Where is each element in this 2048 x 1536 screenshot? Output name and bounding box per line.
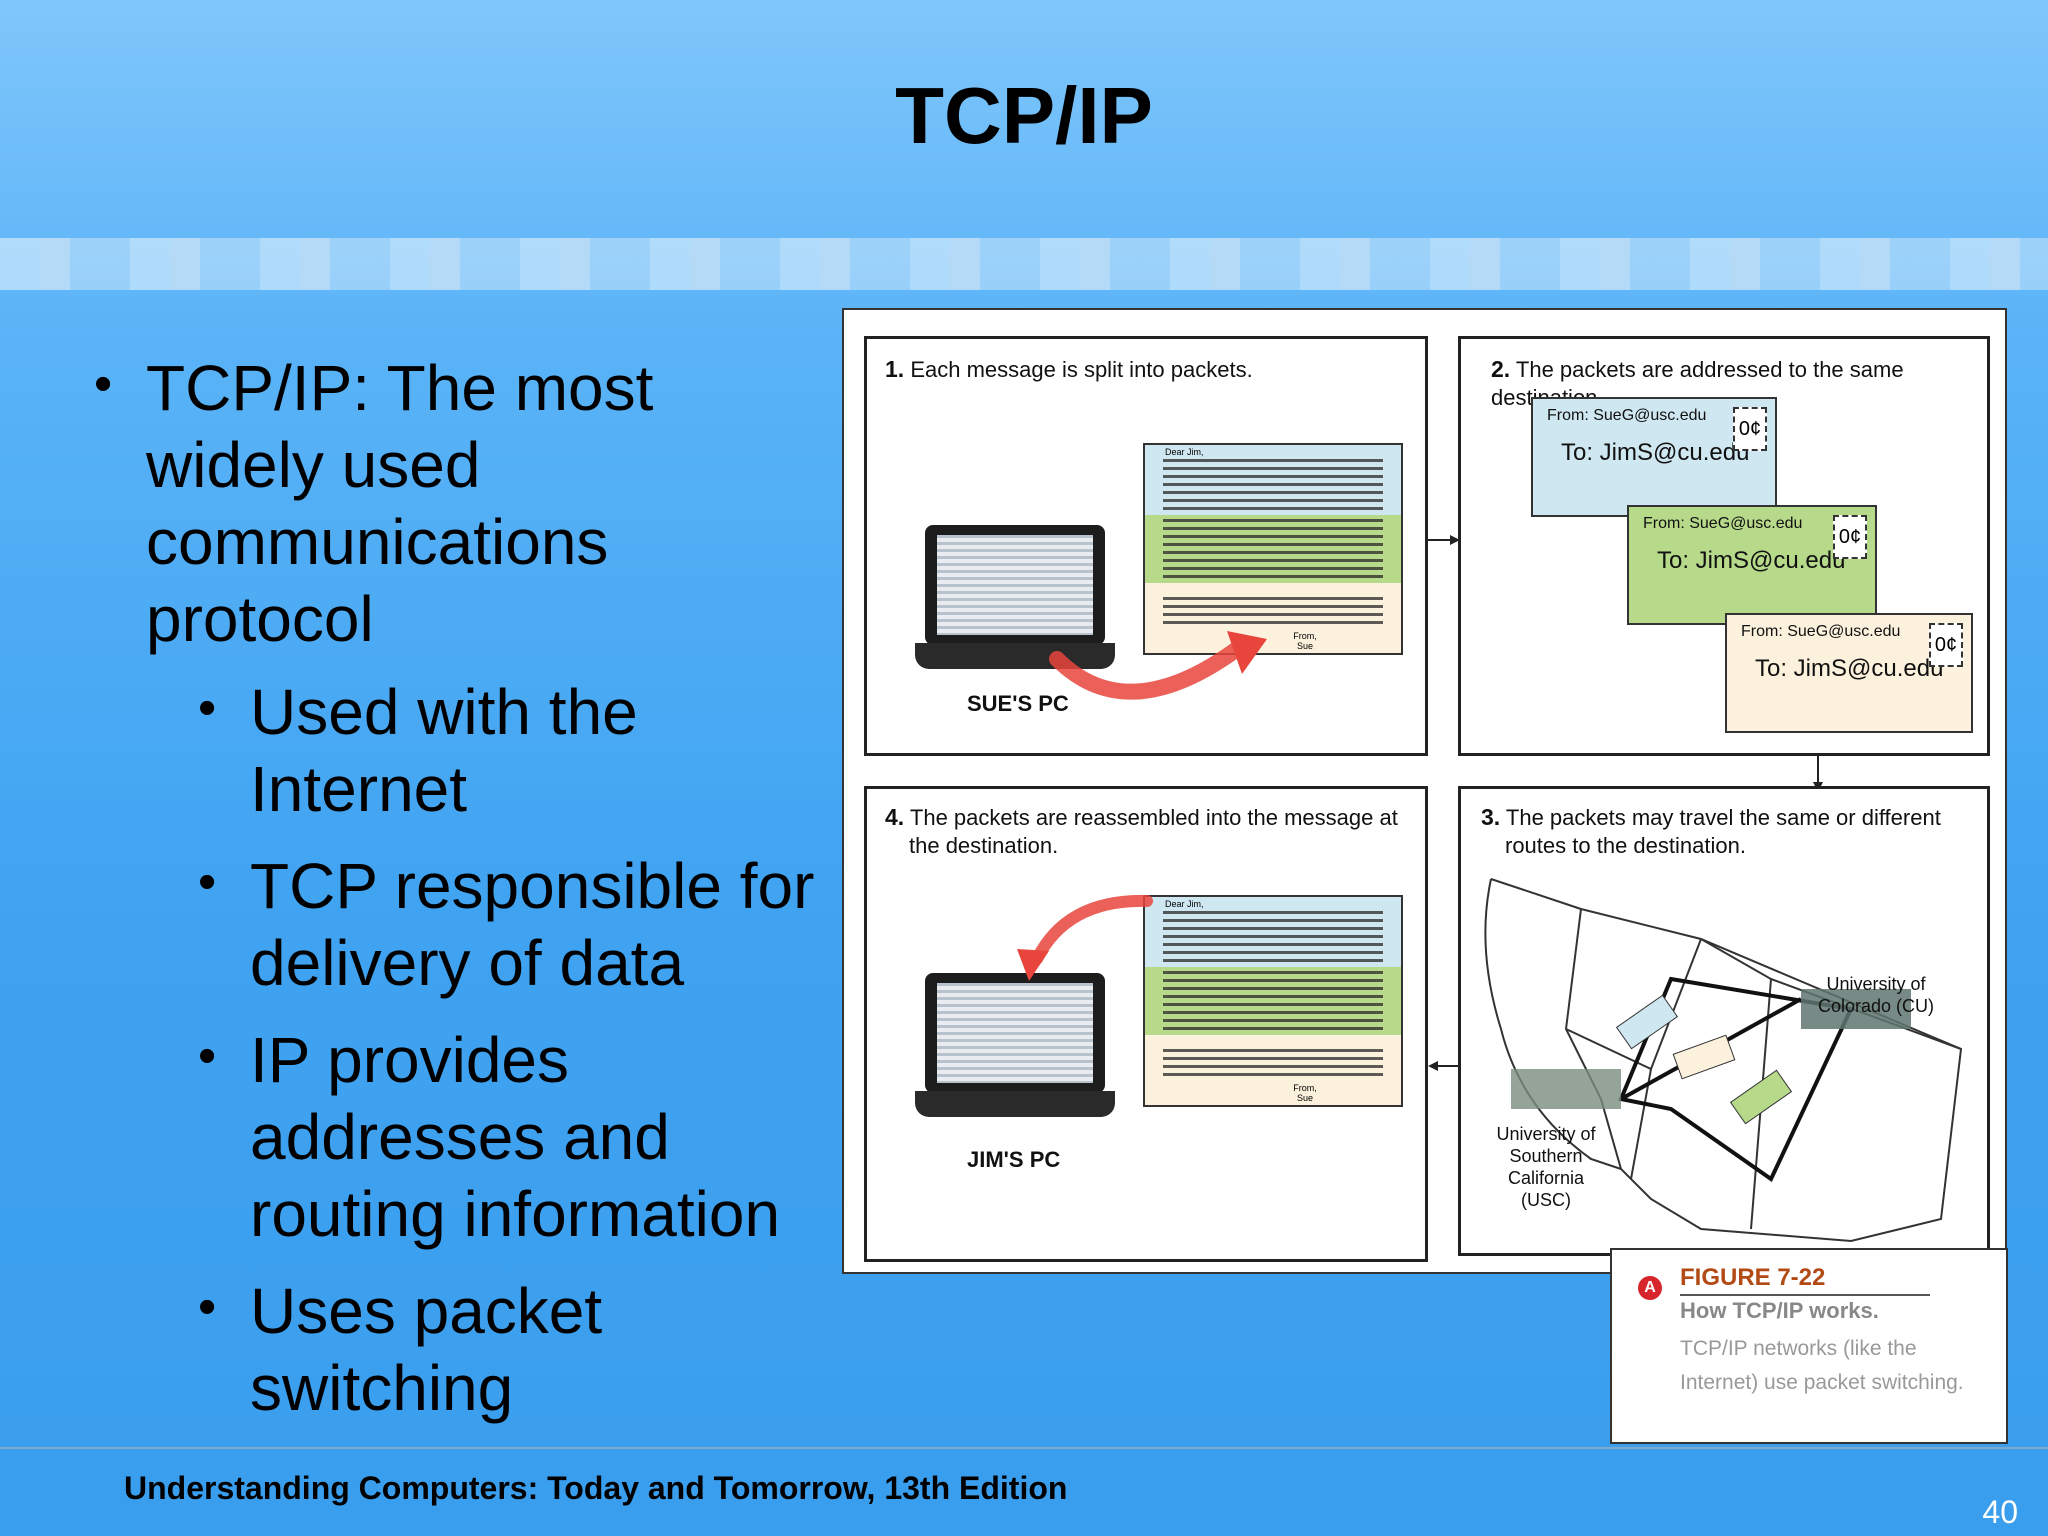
figure-number: FIGURE 7-22 [1680, 1264, 1826, 1291]
us-map-icon [1484, 878, 1963, 1243]
panel-caption: 3. The packets may travel the same or di… [1481, 803, 1941, 860]
panel-text: The packets may travel the same or diffe… [1505, 805, 1941, 830]
bullet-list: TCP/IP: The most widely used communicati… [90, 346, 820, 1447]
panel-text: The packets are reassembled into the mes… [909, 805, 1398, 830]
bullet-item: TCP/IP: The most widely used communicati… [90, 346, 820, 658]
pc-label: JIM'S PC [967, 1147, 1061, 1172]
packet-envelope: From: SueG@usc.edu To: JimS@cu.edu 0¢ [1725, 613, 1973, 733]
caption-divider [1680, 1294, 1930, 1296]
send-arrow-icon [1049, 631, 1267, 700]
packet-envelope: From: SueG@usc.edu To: JimS@cu.edu 0¢ [1627, 505, 1877, 625]
map-label-cu: University of Colorado (CU) [1817, 974, 1935, 1016]
panel-text: The packets are addressed to the same de… [1491, 357, 1904, 410]
panel-text: Each message is split into packets. [910, 357, 1253, 382]
panel-number: 4. [885, 804, 905, 830]
sub-bullet-item: TCP responsible for delivery of data [90, 844, 820, 1002]
panel-text: the destination. [909, 833, 1059, 858]
arrow-left-icon [1428, 1061, 1460, 1071]
panel-number: 2. [1491, 356, 1511, 382]
panel-number: 3. [1481, 804, 1501, 830]
tcpip-figure: 1. Each message is split into packets. D… [842, 308, 2007, 1274]
panel-caption: 1. Each message is split into packets. [885, 355, 1253, 384]
receive-arrow-icon [1017, 894, 1153, 981]
letter-signoff: From, Sue [1293, 1083, 1317, 1103]
message-letter: Dear Jim, From, Sue [1143, 895, 1403, 1107]
panel-reassemble: 4. The packets are reassembled into the … [864, 786, 1428, 1262]
packet-envelope: From: SueG@usc.edu To: JimS@cu.edu 0¢ [1531, 397, 1777, 517]
panel-text: routes to the destination. [1505, 833, 1746, 858]
panel-caption: 4. The packets are reassembled into the … [885, 803, 1398, 860]
stamp-icon: 0¢ [1929, 623, 1963, 667]
panel-caption: 2. The packets are addressed to the same… [1491, 355, 1987, 412]
panel-number: 1. [885, 356, 905, 382]
decorative-band [0, 238, 2048, 290]
panel-address: 2. The packets are addressed to the same… [1458, 336, 1990, 756]
page-number: 40 [1982, 1494, 2018, 1530]
publisher-logo-icon: A [1638, 1276, 1662, 1300]
stamp-icon: 0¢ [1833, 515, 1867, 559]
caption-heading: How TCP/IP works. [1680, 1298, 1879, 1323]
stamp-icon: 0¢ [1733, 407, 1767, 451]
message-letter: Dear Jim, From, Sue [1143, 443, 1403, 655]
arrow-right-icon [1428, 535, 1460, 545]
letter-greeting: Dear Jim, [1165, 447, 1204, 457]
caption-body: TCP/IP networks (like the Internet) use … [1680, 1337, 1964, 1394]
letter-signoff: From, Sue [1293, 631, 1317, 651]
sub-bullet-item: IP provides addresses and routing inform… [90, 1018, 820, 1253]
slide-title: TCP/IP [895, 71, 1153, 160]
panel-split: 1. Each message is split into packets. D… [864, 336, 1428, 756]
letter-greeting: Dear Jim, [1165, 899, 1204, 909]
sub-bullet-item: Used with the Internet [90, 670, 820, 828]
sub-bullet-item: Uses packet switching [90, 1269, 820, 1427]
pc-label: SUE'S PC [967, 691, 1069, 716]
footer-divider [0, 1447, 2048, 1449]
footer-text: Understanding Computers: Today and Tomor… [124, 1470, 1068, 1506]
panel-routes: 3. The packets may travel the same or di… [1458, 786, 1990, 1256]
figure-caption: A FIGURE 7-22 How TCP/IP works. TCP/IP n… [1610, 1248, 2008, 1444]
